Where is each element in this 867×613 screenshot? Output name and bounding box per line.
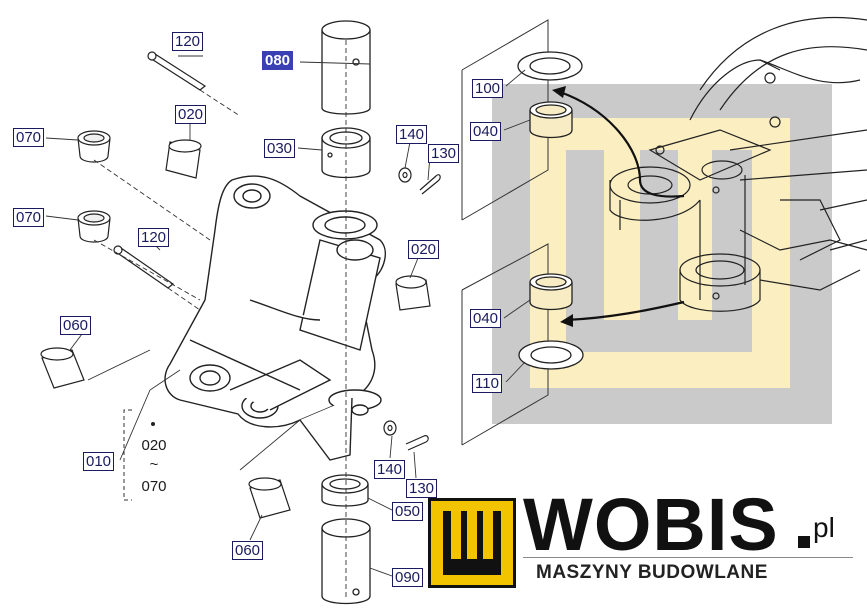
split-pin-130-bottom: [405, 435, 429, 451]
wobis-tagline: MASZYNY BUDOWLANE: [536, 562, 768, 583]
bushing-020-top: [165, 139, 202, 179]
range-bracket: [123, 409, 132, 501]
leader-lines: [45, 55, 531, 577]
wobis-domain-dot: [798, 536, 810, 548]
exploded-bracket-lines: [461, 19, 549, 446]
split-pin-130-top: [419, 174, 441, 195]
bushing-050: [321, 474, 369, 507]
callout-040-top[interactable]: 040: [470, 122, 502, 141]
callout-110[interactable]: 110: [472, 374, 502, 393]
wobis-logo-mark: [428, 498, 516, 588]
range-dot: [151, 422, 155, 426]
callout-020-top[interactable]: 020: [175, 105, 207, 124]
swing-bracket-010: [164, 175, 386, 461]
range-from: 020: [141, 437, 167, 454]
bushing-020-right: [395, 275, 431, 311]
callout-140-bottom[interactable]: 140: [374, 460, 406, 479]
washer-110: [518, 340, 584, 370]
callout-130-top[interactable]: 130: [428, 144, 460, 163]
callout-070-b[interactable]: 070: [13, 208, 45, 227]
washer-140-top: [398, 167, 412, 183]
pin-120-top: [147, 51, 207, 91]
callout-030[interactable]: 030: [264, 139, 296, 158]
washer-100: [517, 51, 583, 81]
callout-050[interactable]: 050: [392, 502, 424, 521]
wobis-brand-text: WOBIS: [523, 483, 779, 566]
callout-010[interactable]: 010: [83, 452, 115, 471]
callout-090[interactable]: 090: [392, 568, 424, 587]
frame-detail-sketch: [609, 17, 867, 312]
bushing-070-a: [77, 130, 111, 163]
bushing-060-bottom: [248, 477, 291, 519]
wobis-domain: pl: [813, 512, 835, 543]
guide-lines: [93, 40, 347, 600]
callout-130-bottom[interactable]: 130: [406, 479, 438, 498]
callout-020-right[interactable]: 020: [408, 240, 440, 259]
bushing-040-top: [529, 101, 573, 139]
wobis-rule: [523, 557, 853, 558]
callout-060-left[interactable]: 060: [60, 316, 92, 335]
arrow-head-top: [552, 86, 566, 98]
pin-120-mid: [113, 245, 175, 289]
callout-120-mid[interactable]: 120: [138, 228, 170, 247]
range-tilde: ~: [149, 456, 159, 473]
bushing-060-left: [40, 347, 85, 389]
callout-080-highlighted[interactable]: 080: [262, 51, 294, 70]
washer-140-bottom: [383, 420, 397, 436]
range-to: 070: [141, 478, 167, 495]
bushing-040-bottom: [529, 273, 573, 311]
callout-100[interactable]: 100: [472, 79, 504, 98]
callout-120-top[interactable]: 120: [172, 32, 204, 51]
assembly-arrows: [559, 90, 685, 322]
arrow-head-bottom: [560, 314, 573, 327]
callout-140-top[interactable]: 140: [396, 125, 428, 144]
callout-040-bottom[interactable]: 040: [470, 309, 502, 328]
callout-060-bottom[interactable]: 060: [232, 541, 264, 560]
wobis-logo: WOBIS pl MASZYNY BUDOWLANE: [428, 483, 858, 594]
bushing-070-b: [77, 210, 111, 243]
callout-070-a[interactable]: 070: [13, 128, 45, 147]
